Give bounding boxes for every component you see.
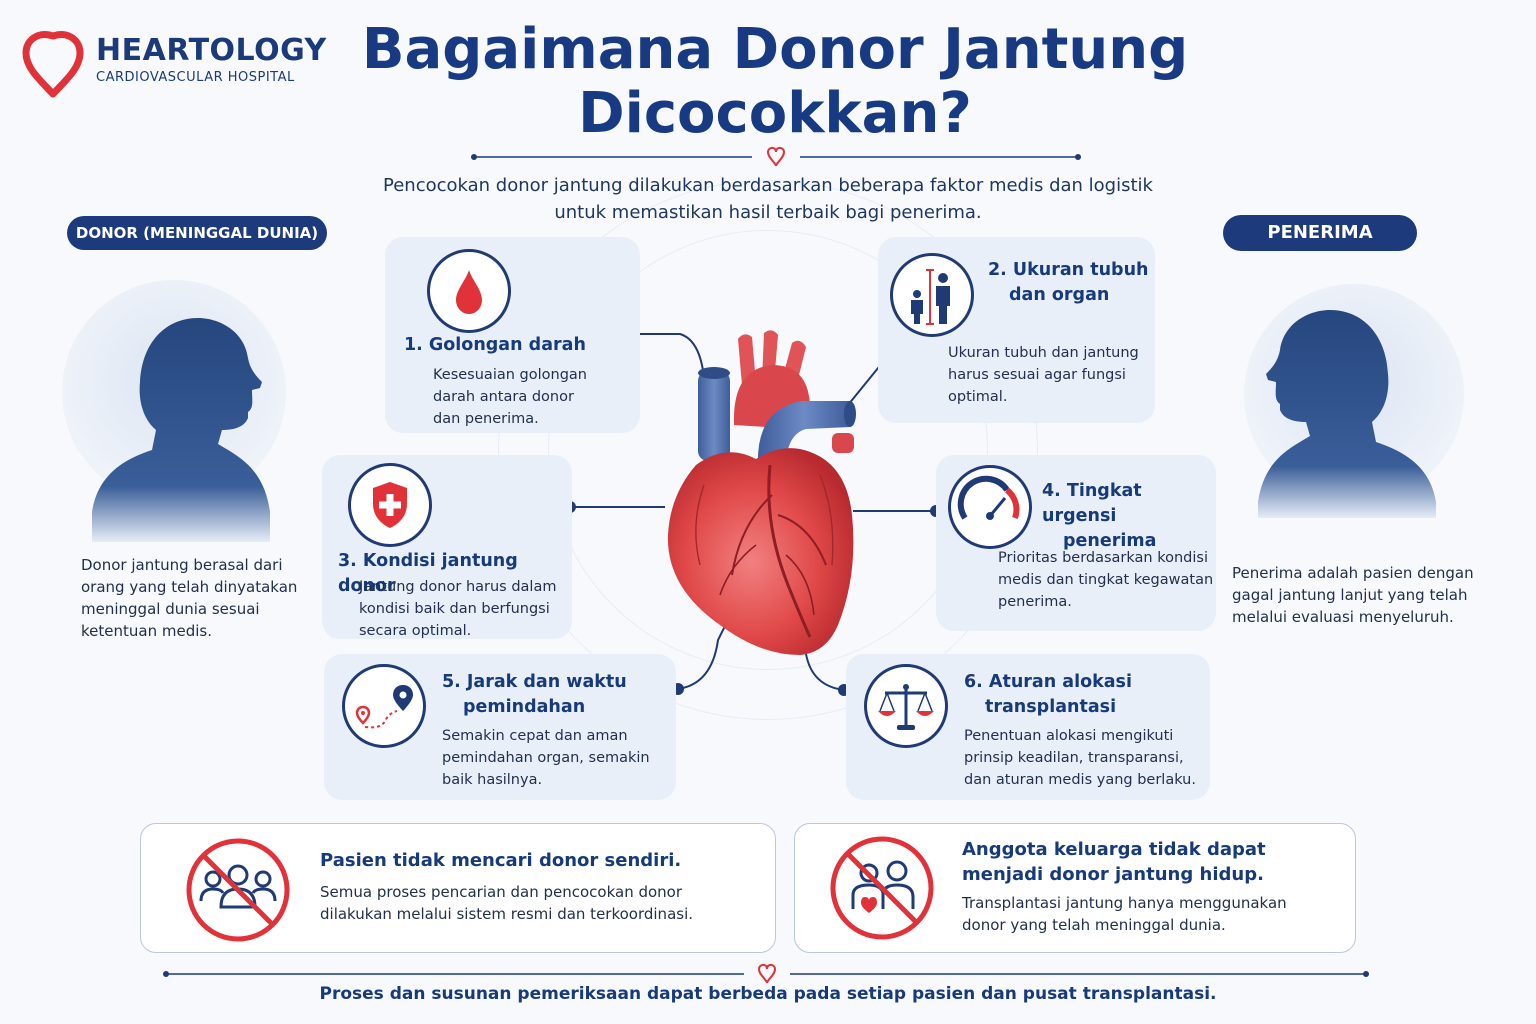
medical-shield-icon (348, 463, 432, 547)
note-card-no-self-search: Pasien tidak mencari donor sendiri. Semu… (140, 823, 776, 953)
factor-description: Ukuran tubuh dan jantung harus sesuai ag… (948, 345, 1139, 405)
recipient-description-line: gagal jantung lanjut yang telah (1232, 586, 1468, 604)
note-description: Semua proses pencarian dan pencocokan do… (320, 883, 694, 923)
anatomical-heart-icon (667, 330, 856, 655)
no-group-search-icon (186, 838, 290, 942)
factor-title: 3. Kondisi jantung donor (338, 551, 518, 596)
subtitle: Pencocokan donor jantung dilakukan berda… (350, 172, 1186, 226)
body-size-icon (890, 253, 974, 337)
page-title-line: Dicocokkan? (578, 81, 972, 146)
subtitle-line: untuk memastikan hasil terbaik bagi pene… (554, 202, 982, 223)
donor-description-line: meninggal dunia sesuai (81, 600, 260, 618)
page-title: Bagaimana Donor Jantung Dicocokkan? (340, 18, 1210, 146)
scale-icon (864, 664, 948, 748)
factor-card-distance-time: 5. Jarak dan waktu pemindahan Semakin ce… (324, 654, 676, 800)
heart-pin-logo-icon (22, 31, 84, 98)
factor-card-body-size: 2. Ukuran tubuh dan organ Ukuran tubuh d… (878, 237, 1155, 423)
factor-title: 2. Ukuran tubuh dan organ (988, 260, 1149, 305)
donor-description-line: ketentuan medis. (81, 622, 212, 640)
recipient-label: PENERIMA (1223, 215, 1417, 251)
factor-card-urgency: 4. Tingkat urgensi penerima Prioritas be… (936, 455, 1216, 631)
title-divider (471, 146, 1081, 167)
note-title: Anggota keluarga tidak dapat menjadi don… (962, 839, 1266, 885)
factor-card-allocation-rules: 6. Aturan alokasi transplantasi Penentua… (846, 654, 1210, 800)
subtitle-line: Pencocokan donor jantung dilakukan berda… (383, 175, 1153, 196)
background-ring (498, 180, 1038, 720)
recipient-description-line: melalui evaluasi menyeluruh. (1232, 608, 1454, 626)
factor-title: 5. Jarak dan waktu pemindahan (442, 672, 627, 717)
factor-card-blood-type: 1. Golongan darah Kesesuaian golongan da… (385, 237, 640, 433)
factor-title: 6. Aturan alokasi transplantasi (964, 672, 1132, 717)
factor-description: Prioritas berdasarkan kondisi medis dan … (998, 550, 1214, 610)
factor-description: Jantung donor harus dalam kondisi baik d… (359, 579, 557, 639)
factor-description: Penentuan alokasi mengikuti prinsip kead… (964, 728, 1196, 788)
note-description: Transplantasi jantung hanya menggunakan … (962, 894, 1287, 934)
donor-description-line: Donor jantung berasal dari (81, 556, 283, 574)
donor-description-line: orang yang telah dinyatakan (81, 578, 298, 596)
donor-label: DONOR (MENINGGAL DUNIA) (67, 216, 327, 250)
recipient-description: Penerima adalah pasien dengan gagal jant… (1232, 562, 1492, 628)
brand-tagline: CARDIOVASCULAR HOSPITAL (96, 70, 295, 85)
footer-disclaimer: Proses dan susunan pemeriksaan dapat ber… (319, 984, 1217, 1004)
factor-card-donor-heart: 3. Kondisi jantung donor Jantung donor h… (322, 455, 572, 639)
recipient-silhouette-icon (1244, 284, 1464, 518)
footer-divider (163, 963, 1369, 984)
recipient-description-line: Penerima adalah pasien dengan (1232, 564, 1474, 582)
page-title-line: Bagaimana Donor Jantung (361, 17, 1189, 82)
factor-title: 1. Golongan darah (404, 335, 586, 355)
note-card-no-living-donor: Anggota keluarga tidak dapat menjadi don… (794, 823, 1356, 953)
factor-description: Kesesuaian golongan darah antara donor d… (433, 367, 587, 427)
factor-title: 4. Tingkat urgensi penerima (1042, 481, 1157, 551)
brand-name: HEARTOLOGY (96, 33, 327, 68)
gauge-icon (948, 465, 1032, 549)
brand-logo: HEARTOLOGY CARDIOVASCULAR HOSPITAL (22, 28, 326, 98)
donor-silhouette-icon (62, 280, 286, 542)
note-title: Pasien tidak mencari donor sendiri. (320, 850, 682, 871)
blood-drop-icon (427, 249, 511, 333)
donor-description: Donor jantung berasal dari orang yang te… (81, 554, 321, 642)
factor-description: Semakin cepat dan aman pemindahan organ,… (442, 728, 650, 788)
no-family-donor-icon (830, 836, 934, 940)
route-pin-icon (342, 664, 426, 748)
